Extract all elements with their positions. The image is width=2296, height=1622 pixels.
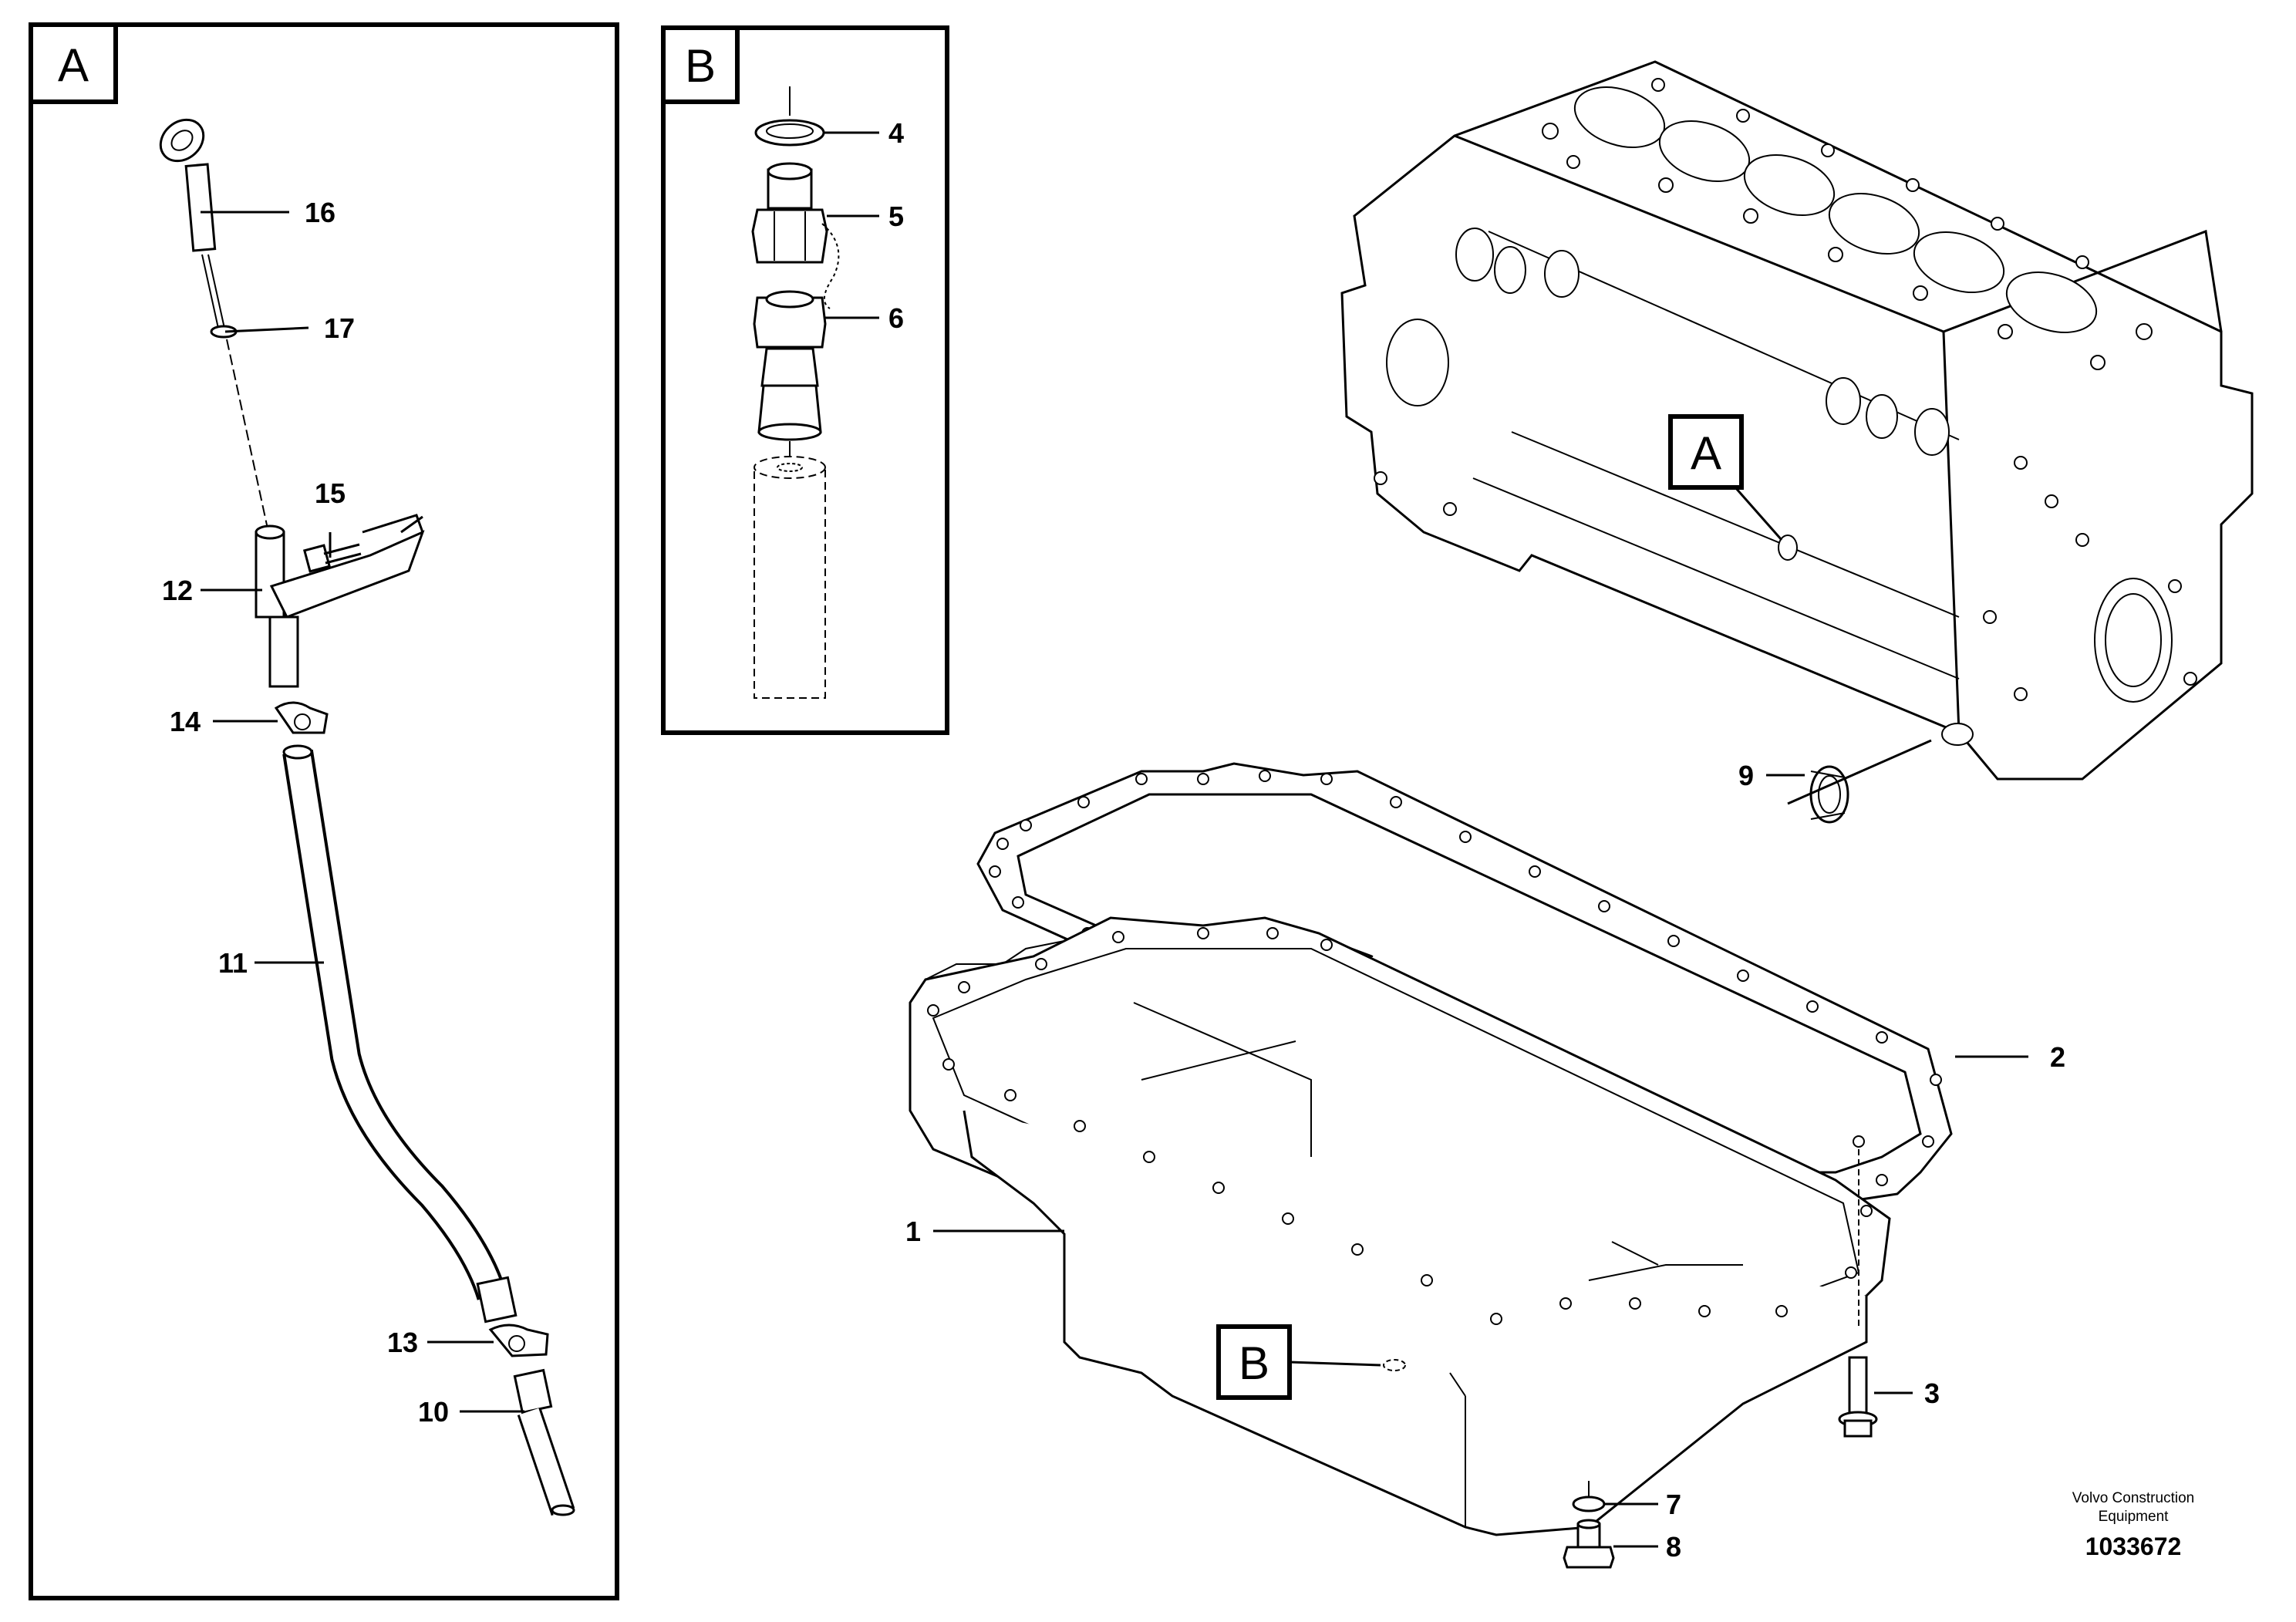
- label-1: 1: [905, 1216, 921, 1247]
- detail-box-b-letter: B: [685, 40, 716, 92]
- deck-holes: [1542, 78, 2153, 370]
- label-6: 6: [888, 302, 904, 334]
- detail-box-b: B 4 5 6: [661, 25, 949, 735]
- label-13: 13: [387, 1327, 418, 1358]
- callout-b-letter: B: [1239, 1337, 1269, 1389]
- hose: [754, 456, 826, 699]
- pan-bolt-holes: [927, 927, 1873, 1325]
- label-10: 10: [418, 1396, 449, 1428]
- label-7: 7: [1666, 1489, 1681, 1520]
- label-3: 3: [1924, 1378, 1940, 1409]
- dipstick-bracket: [255, 514, 425, 688]
- side-holes: [1374, 228, 2197, 703]
- sealing-ring-9: [1809, 765, 1849, 824]
- adapter: [751, 162, 840, 309]
- credit-line-2: Equipment: [2099, 1509, 2170, 1525]
- label-16: 16: [305, 197, 335, 228]
- oil-gallery-port: [1778, 534, 1974, 746]
- label-8: 8: [1666, 1531, 1681, 1563]
- guide-tube: [282, 744, 518, 1324]
- label-5: 5: [888, 201, 904, 232]
- document-number: 1033672: [2085, 1533, 2182, 1560]
- label-15: 15: [315, 477, 346, 509]
- label-17: 17: [324, 312, 355, 344]
- drain-plug: [1563, 1519, 1615, 1569]
- detail-box-a-letter: A: [58, 39, 89, 91]
- clamp-upper: [274, 701, 329, 734]
- bolt: [302, 543, 362, 573]
- cylinder-bores: [1573, 86, 2098, 333]
- dipstick: [159, 118, 269, 533]
- label-9: 9: [1738, 760, 1754, 791]
- drain-seal: [1572, 1496, 1606, 1512]
- label-4: 4: [888, 117, 904, 149]
- label-2: 2: [2050, 1041, 2065, 1073]
- label-12: 12: [162, 575, 193, 606]
- hose-connector: [753, 290, 827, 441]
- detail-box-a: A: [29, 22, 619, 1600]
- engine-block: [1340, 60, 2254, 781]
- credit-line-1: Volvo Construction: [2072, 1490, 2194, 1506]
- label-14: 14: [170, 706, 201, 737]
- callout-b: B: [1216, 1324, 1381, 1400]
- label-11: 11: [218, 947, 248, 979]
- pan-bolt: [1838, 1356, 1878, 1438]
- oil-pan: [909, 916, 1891, 1536]
- callout-a: A: [1668, 414, 1783, 541]
- lower-tube: [513, 1368, 575, 1516]
- clamp-lower: [488, 1324, 549, 1357]
- sealing-ring: [754, 119, 825, 147]
- callout-a-letter: A: [1691, 427, 1721, 479]
